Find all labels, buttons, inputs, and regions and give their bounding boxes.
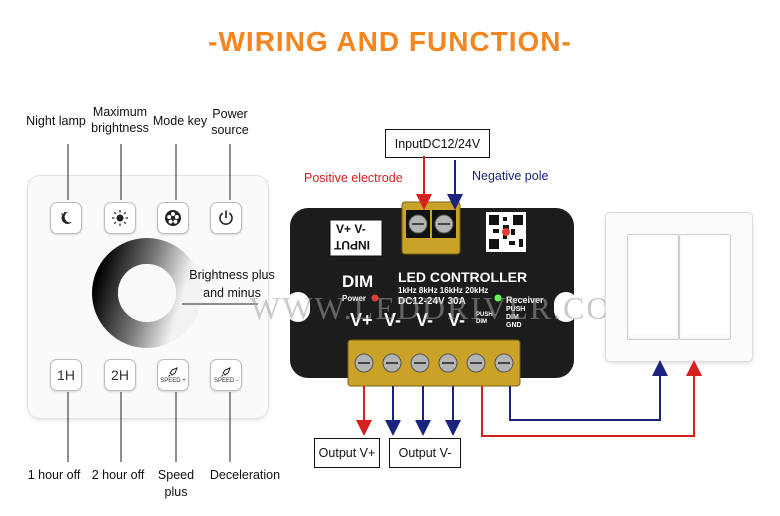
max-brightness-key[interactable] [104,202,136,234]
terminal-label-v-minus-1: V- [384,310,402,330]
moon-icon [61,211,72,224]
one-hour-key-label: 1H [57,367,75,383]
mode-key[interactable] [157,202,189,234]
label-max-brightness-1: Maximum [92,105,148,119]
label-deceleration: Deceleration [209,468,281,482]
push-dim-label-2: DIM [476,319,487,325]
dim-label: DIM [342,272,374,291]
output-v-minus-box: Output V- [389,438,461,468]
label-negative-pole: Negative pole [472,169,549,183]
led-controller-body [290,201,578,387]
wall-switch-rocker-right[interactable] [679,234,731,340]
label-speed-plus-2: plus [164,485,188,499]
input-plate-top: V+ V- [336,222,366,236]
power-icon [219,210,233,225]
brightness-touch-ring[interactable] [92,238,202,348]
receiver-label: Receiver [506,295,544,305]
wall-switch-rocker-left[interactable] [627,234,679,340]
page-title: -WIRING AND FUNCTION- [208,26,572,57]
push-dim-label-1: PUSH [476,312,493,318]
spec-label: DC12-24V 30A [398,296,466,307]
push-label: PUSH [506,306,526,313]
label-one-hour-off: 1 hour off [27,468,81,482]
night-lamp-key[interactable] [50,202,82,234]
label-brightness-2: and minus [203,286,261,300]
gnd-label: GND [506,322,522,329]
watermark: WWW.LEDDRIVER.COM [250,290,642,326]
one-hour-off-key[interactable]: 1H [50,359,82,391]
label-two-hour-off: 2 hour off [91,468,145,482]
terminal-label-v-plus: V+ [350,310,373,330]
input-dc-box: InputDC12/24V [385,129,490,158]
power-key[interactable] [210,202,242,234]
speed-minus-key[interactable]: SPEED - [210,359,242,391]
speed-plus-key-label: SPEED + [160,377,186,384]
label-max-brightness-2: brightness [91,121,149,135]
label-mode-key: Mode key [152,114,208,128]
speed-plus-key[interactable]: SPEED + [157,359,189,391]
output-v-plus-box: Output V+ [314,438,380,468]
label-brightness-1: Brightness plus [189,268,275,282]
label-power-2: source [211,123,249,137]
rocket-icon [221,366,231,377]
two-hour-key-label: 2H [111,367,129,383]
terminal-label-v-minus-3: V- [448,310,466,330]
label-speed-plus-1: Speed [157,468,195,482]
led-controller-name: LED CONTROLLER [398,269,528,285]
power-led-label: Power [342,294,367,303]
sun-icon [112,210,128,226]
label-power-1: Power [212,107,248,121]
label-night-lamp: Night lamp [26,114,86,128]
speed-minus-key-label: SPEED - [213,377,238,384]
mode-icon [165,210,181,226]
rocket-icon [168,366,178,377]
terminal-label-v-minus-2: V- [416,310,434,330]
dim-small-label: DIM [506,314,519,321]
two-hour-off-key[interactable]: 2H [104,359,136,391]
frequency-label: 1kHz 8kHz 16kHz 20kHz [398,286,489,295]
label-positive-electrode: Positive electrode [304,171,403,185]
